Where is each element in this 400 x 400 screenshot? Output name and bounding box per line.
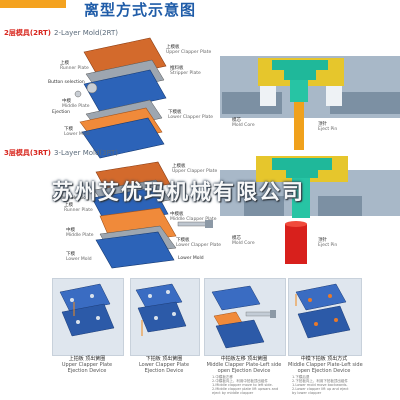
step-2-drawing	[135, 283, 187, 336]
header-accent-bar	[0, 0, 66, 8]
section-3rt-title-cn: 3层模具(3RT)	[4, 149, 51, 157]
2rt-label-button: Button selection	[48, 80, 85, 85]
section-3rt-title-en: 3-Layer Mold(3RT)	[54, 149, 118, 157]
page-title: 离型方式示意图	[84, 1, 197, 19]
2rt-lower-mold	[81, 117, 165, 159]
section-2rt-title: 2层模具(2RT)2-Layer Mold(2RT)	[4, 28, 118, 38]
notes-left: 1.中模板左移 2.中模板向上，利用中拍板顶出组件 1.Middle clapp…	[212, 375, 279, 395]
section-2rt-title-en: 2-Layer Mold(2RT)	[54, 29, 118, 37]
2rt-button-part	[86, 82, 98, 94]
3rt-cross-section	[220, 156, 400, 264]
step-1-drawing	[59, 283, 115, 337]
section-2rt-title-cn: 2层模具(2RT)	[4, 29, 51, 37]
3rt-label-lower-mold-en: Lower Mold	[178, 256, 204, 261]
step-4-drawing	[295, 283, 351, 339]
2rt-plate-stack	[74, 37, 167, 159]
2rt-ejection-part	[74, 90, 82, 98]
3rt-lower-mold	[95, 231, 175, 269]
3rt-label-button: Button selection	[52, 196, 89, 201]
company-watermark: 苏州艾优玛机械有限公司	[52, 180, 305, 204]
step-3-drawing	[211, 285, 276, 349]
section-3rt-title: 3层模具(3RT)3-Layer Mold(3RT)	[4, 148, 118, 158]
2rt-cross-section	[220, 56, 400, 150]
3rt-plate-stack	[91, 161, 213, 269]
notes-right: 1.下模后退 2.下拍板向上，利用下拍板顶出组件 1.Lower mold mo…	[292, 375, 349, 395]
2rt-label-ejection: Ejection	[52, 110, 70, 115]
